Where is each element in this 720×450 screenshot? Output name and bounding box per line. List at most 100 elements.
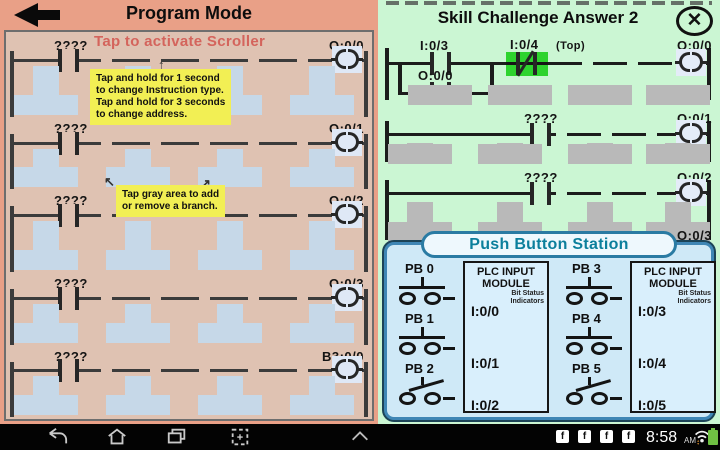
nav-home-icon[interactable]: [105, 426, 129, 448]
pushbutton-nc[interactable]: [562, 377, 622, 409]
power-rail-right: [707, 48, 711, 100]
branch-placeholder[interactable]: [646, 85, 710, 105]
contact-symbol[interactable]: [58, 204, 79, 227]
coil-symbol[interactable]: [331, 201, 363, 228]
input-indicator: I:0/5: [638, 397, 667, 413]
up-left-arrow-icon: ↖: [104, 174, 115, 189]
branch-placeholder[interactable]: [106, 149, 170, 187]
branch-rail: [490, 62, 494, 94]
branch-placeholder[interactable]: [290, 304, 354, 343]
pushbutton-no[interactable]: [395, 327, 455, 359]
branch-placeholder[interactable]: [198, 376, 262, 415]
branch-placeholder[interactable]: [14, 221, 78, 270]
branch-placeholder[interactable]: [198, 221, 262, 270]
input-indicator: I:0/3: [638, 303, 667, 319]
contact-symbol[interactable]: [58, 49, 79, 72]
ladder-rung: ???? O:0/1: [6, 119, 372, 191]
module-title: PLC INPUT MODULE: [476, 266, 536, 290]
branch-placeholder[interactable]: [106, 376, 170, 415]
power-rail-right: [364, 51, 368, 117]
nav-screenshot-icon[interactable]: [228, 426, 252, 448]
coil-symbol[interactable]: [331, 356, 363, 383]
contact-symbol[interactable]: [530, 123, 551, 146]
branch-placeholder[interactable]: [106, 304, 170, 343]
branch-placeholder[interactable]: [290, 149, 354, 187]
instruction-address: ????: [524, 170, 558, 185]
status-clock: 8:58: [646, 429, 678, 446]
page-title: Program Mode: [125, 3, 253, 23]
close-icon[interactable]: ✕: [676, 6, 713, 36]
pushbutton-nc[interactable]: [395, 377, 455, 409]
battery-icon: [708, 428, 718, 445]
contact-symbol[interactable]: [58, 287, 79, 310]
instruction-note: Tap and hold for 1 second to change Inst…: [90, 69, 232, 125]
android-nav-bar: f f f f 8:58 AM: [0, 424, 720, 450]
coil-symbol[interactable]: [675, 49, 707, 76]
position-hint: (Top): [556, 40, 586, 52]
status-clock-meridiem: AM: [684, 436, 696, 445]
ladder-rung: ???? O:0/3: [6, 274, 372, 347]
scroller-hint[interactable]: Tap to activate Scroller: [94, 33, 266, 50]
contact-symbol[interactable]: [58, 359, 79, 382]
back-arrow-icon[interactable]: [8, 2, 66, 28]
branch-placeholder[interactable]: [14, 304, 78, 343]
output-address: O:0/3: [676, 228, 712, 243]
branch-placeholder[interactable]: [14, 149, 78, 187]
module-subtitle: Bit Status Indicators: [677, 290, 711, 305]
branch-placeholder[interactable]: [290, 376, 354, 415]
contact-symbol[interactable]: [530, 182, 551, 205]
branch-placeholder[interactable]: [408, 85, 472, 105]
nav-recents-icon[interactable]: [165, 426, 189, 448]
facebook-notification-icon[interactable]: f: [578, 430, 591, 443]
pushbutton-label: PB 0: [405, 261, 434, 276]
coil-symbol[interactable]: [675, 179, 707, 206]
station-title: Push Button Station: [421, 231, 677, 258]
branch-placeholder[interactable]: [198, 149, 262, 187]
program-mode-header: Program Mode: [0, 0, 378, 30]
branch-placeholder[interactable]: [488, 85, 552, 105]
contact-address: I:0/3: [420, 38, 449, 53]
branch-placeholder[interactable]: [568, 85, 632, 105]
plc-input-module: PLC INPUT MODULE Bit Status Indicators I…: [630, 261, 716, 413]
facebook-notification-icon[interactable]: f: [622, 430, 635, 443]
branch-placeholder[interactable]: [198, 304, 262, 343]
branch-placeholder[interactable]: [290, 221, 354, 270]
clipped-text-line: [386, 1, 712, 5]
branch-placeholder[interactable]: [14, 376, 78, 415]
input-indicator: I:0/0: [471, 303, 500, 319]
branch-placeholder[interactable]: [568, 143, 632, 164]
branch-placeholder[interactable]: [646, 143, 710, 164]
coil-symbol[interactable]: [331, 129, 363, 156]
contact-address: I:0/4: [510, 37, 539, 52]
up-right-arrow-icon: ↗: [200, 176, 211, 191]
pushbutton-no[interactable]: [562, 327, 622, 359]
contact-symbol[interactable]: [58, 132, 79, 155]
coil-symbol[interactable]: [331, 46, 363, 73]
answer-rung: ???? O:0/1: [378, 105, 720, 164]
contact-symbol[interactable]: [430, 52, 451, 75]
branch-placeholder[interactable]: [290, 66, 354, 115]
input-indicator: I:0/2: [471, 397, 500, 413]
nc-contact-highlighted[interactable]: [506, 50, 548, 77]
pushbutton-label: PB 3: [572, 261, 601, 276]
input-indicator: I:0/4: [638, 355, 667, 371]
pushbutton-no[interactable]: [395, 277, 455, 309]
program-mode-panel: Program Mode Tap to activate Scroller ??…: [0, 0, 378, 424]
coil-symbol[interactable]: [675, 120, 707, 147]
facebook-notification-icon[interactable]: f: [556, 430, 569, 443]
plc-input-module: PLC INPUT MODULE Bit Status Indicators I…: [463, 261, 549, 413]
branch-placeholder[interactable]: [14, 66, 78, 115]
nav-back-icon[interactable]: [45, 426, 69, 448]
branch-placeholder[interactable]: [388, 143, 452, 164]
facebook-notification-icon[interactable]: f: [600, 430, 613, 443]
branch-placeholder[interactable]: [106, 221, 170, 270]
wifi-icon: [694, 430, 710, 445]
skill-challenge-title: Skill Challenge Answer 2: [437, 8, 639, 27]
coil-symbol[interactable]: [331, 284, 363, 311]
pushbutton-no[interactable]: [562, 277, 622, 309]
nav-expand-icon[interactable]: [348, 426, 372, 448]
branch-placeholder[interactable]: [478, 143, 542, 164]
input-indicator: I:0/1: [471, 355, 500, 371]
power-rail-left: [385, 48, 389, 100]
